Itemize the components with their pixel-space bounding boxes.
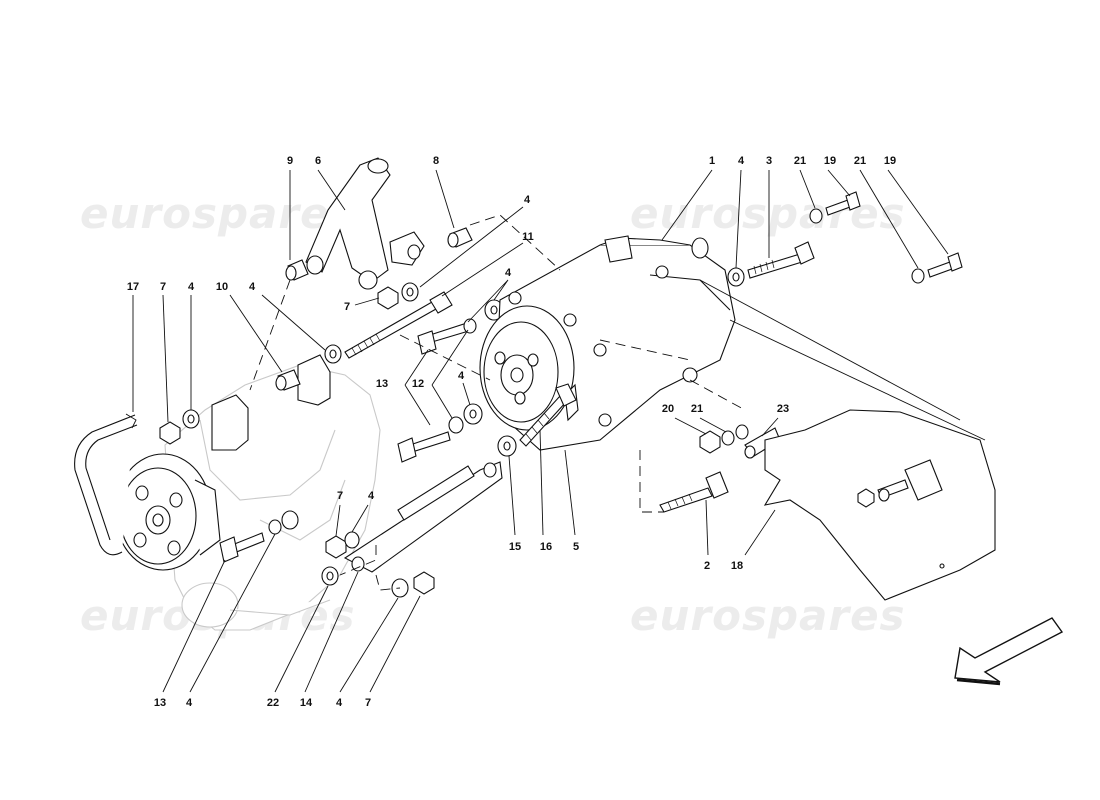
callout-4: 4 (188, 281, 195, 293)
drive-belt (74, 413, 138, 556)
callout-21: 21 (854, 155, 866, 167)
callout-8: 8 (433, 155, 439, 167)
callout-17: 17 (127, 281, 139, 293)
callout-13: 13 (154, 697, 166, 709)
watermarks: eurospares eurospares eurospares eurospa… (80, 189, 906, 640)
support-bar-14 (343, 461, 503, 573)
engine-block-drawing (114, 354, 381, 631)
ac-compressor-drawing (479, 235, 736, 451)
watermark: eurospares (630, 591, 906, 640)
callout-22: 22 (267, 697, 279, 709)
callout-16: 16 (540, 541, 552, 553)
callout-5: 5 (573, 541, 579, 553)
bracket-fasteners (324, 282, 419, 364)
callout-3: 3 (766, 155, 772, 167)
callout-21: 21 (794, 155, 806, 167)
callout-4: 4 (524, 194, 531, 206)
callout-6: 6 (315, 155, 321, 167)
callout-9: 9 (287, 155, 293, 167)
callout-labels: 9 6 8 4 11 1 4 3 21 19 21 19 17 7 4 10 4… (127, 155, 896, 709)
stud-8-drawing (447, 227, 473, 248)
callout-2: 2 (704, 560, 710, 572)
bolt-2-and-clips (659, 424, 781, 513)
callout-19: 19 (884, 155, 896, 167)
callout-4: 4 (368, 490, 375, 502)
callout-1: 1 (709, 155, 715, 167)
callout-7: 7 (160, 281, 166, 293)
callout-23: 23 (777, 403, 789, 415)
callout-18: 18 (731, 560, 743, 572)
bolts-12-13 (397, 299, 504, 463)
alignment-lines (249, 214, 986, 591)
lower-fasteners (159, 409, 435, 598)
rear-bolts (727, 191, 963, 287)
callout-4: 4 (186, 697, 193, 709)
callout-4: 4 (458, 370, 465, 382)
callout-13: 13 (376, 378, 388, 390)
callout-21: 21 (691, 403, 703, 415)
leader-lines (132, 169, 949, 693)
stud-10-drawing (275, 369, 301, 391)
watermark: eurospares (630, 189, 906, 238)
mounting-bracket (305, 157, 425, 290)
callout-4: 4 (505, 267, 512, 279)
callout-14: 14 (300, 697, 313, 709)
arrow-down-left-icon (954, 617, 1064, 686)
callout-10: 10 (216, 281, 228, 293)
callout-4: 4 (738, 155, 745, 167)
callout-4: 4 (336, 697, 343, 709)
watermark: eurospares (80, 189, 356, 238)
callout-7: 7 (365, 697, 371, 709)
callout-20: 20 (662, 403, 674, 415)
callout-7: 7 (337, 490, 343, 502)
callout-7: 7 (344, 301, 350, 313)
heat-shield-drawing (763, 409, 996, 601)
stud-9-drawing (285, 259, 309, 281)
bolt-16 (497, 383, 577, 457)
callout-4: 4 (249, 281, 256, 293)
callout-15: 15 (509, 541, 521, 553)
callout-11: 11 (522, 231, 534, 243)
callout-19: 19 (824, 155, 836, 167)
callout-12: 12 (412, 378, 424, 390)
long-bolt-11 (344, 291, 453, 359)
